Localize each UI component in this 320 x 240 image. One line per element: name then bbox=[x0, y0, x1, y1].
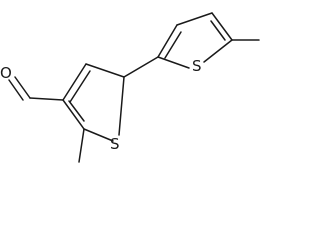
aldehyde-group bbox=[8, 76, 64, 101]
chemical-structure-diagram: O S S bbox=[0, 12, 260, 163]
bond-c3p-c4p bbox=[176, 12, 213, 26]
bond-cho-o bbox=[14, 76, 31, 99]
sulfur-atom-label-left: S bbox=[110, 135, 120, 153]
bond-c2p-c3p-double bbox=[164, 31, 182, 59]
sulfur-atom-label-right: S bbox=[192, 57, 202, 75]
bond-c3-c4 bbox=[62, 63, 87, 101]
bond-cho-o-double bbox=[8, 79, 24, 101]
bond-ring-link bbox=[123, 56, 159, 78]
bond-c4p-c5p-double bbox=[210, 20, 226, 41]
bond-s1-c2 bbox=[83, 128, 114, 142]
bond-c2-c3-double bbox=[68, 100, 85, 122]
left-thiophene-ring bbox=[62, 63, 125, 142]
bond-c5p-s2 bbox=[203, 39, 233, 63]
bond-c3-c4-double bbox=[69, 70, 91, 103]
bond-c4-c5 bbox=[85, 63, 125, 78]
bond-s2-c2p bbox=[157, 56, 190, 69]
bond-c2-c3 bbox=[62, 99, 85, 130]
right-thiophene-ring bbox=[157, 12, 233, 69]
bond-c3-cho bbox=[29, 97, 64, 101]
bond-c2p-c3p bbox=[157, 24, 178, 58]
bond-c2-methyl bbox=[78, 128, 85, 163]
bond-c5-s1 bbox=[118, 76, 125, 136]
bond-c4p-c5p bbox=[211, 12, 233, 41]
oxygen-atom-label: O bbox=[0, 64, 12, 82]
